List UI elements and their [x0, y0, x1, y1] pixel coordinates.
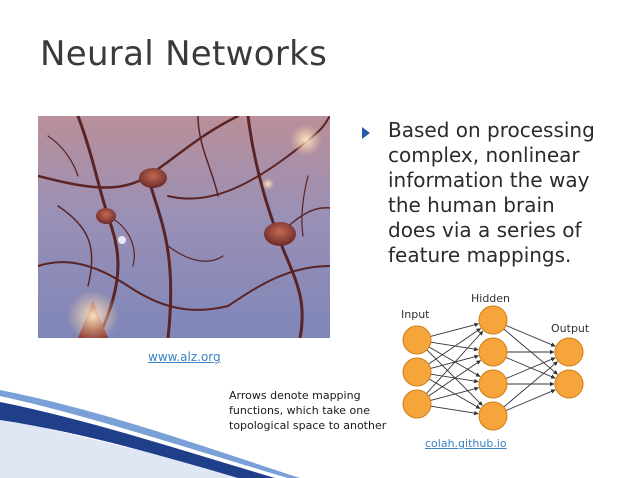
mapping-arrow	[430, 386, 479, 401]
mapping-arrow	[505, 389, 556, 411]
output-node	[554, 337, 584, 367]
image-credit-link[interactable]: www.alz.org	[148, 350, 221, 364]
neurons-photo	[38, 116, 330, 338]
network-graph	[402, 305, 584, 431]
mapping-arrow	[505, 357, 556, 379]
mapping-arrow	[430, 405, 479, 416]
triangle-right-icon	[362, 127, 370, 139]
input-node	[402, 357, 432, 387]
bullet-text: Based on processing complex, nonlinear i…	[388, 118, 595, 267]
output-node	[554, 369, 584, 399]
mapping-arrow	[428, 360, 481, 397]
diagram-credit-link[interactable]: colah.github.io	[425, 437, 507, 450]
slide-title: Neural Networks	[40, 34, 328, 74]
hidden-node	[478, 337, 508, 367]
mapping-arrow	[426, 330, 484, 394]
hidden-node	[478, 305, 508, 335]
input-node	[402, 325, 432, 355]
mapping-arrow	[430, 322, 479, 337]
hidden-node	[478, 369, 508, 399]
decorative-swoosh	[0, 390, 300, 478]
mapping-arrow	[503, 361, 558, 408]
input-layer-label: Input	[401, 308, 430, 321]
input-node	[402, 389, 432, 419]
hidden-layer-label: Hidden	[471, 292, 511, 305]
neural-network-diagram: Input Hidden Output	[393, 290, 615, 438]
output-layer-label: Output	[551, 322, 590, 335]
diagram-caption: Arrows denote mapping functions, which t…	[229, 389, 387, 432]
hidden-node	[478, 401, 508, 431]
mapping-arrow	[505, 325, 556, 347]
mapping-arrow	[428, 328, 481, 365]
